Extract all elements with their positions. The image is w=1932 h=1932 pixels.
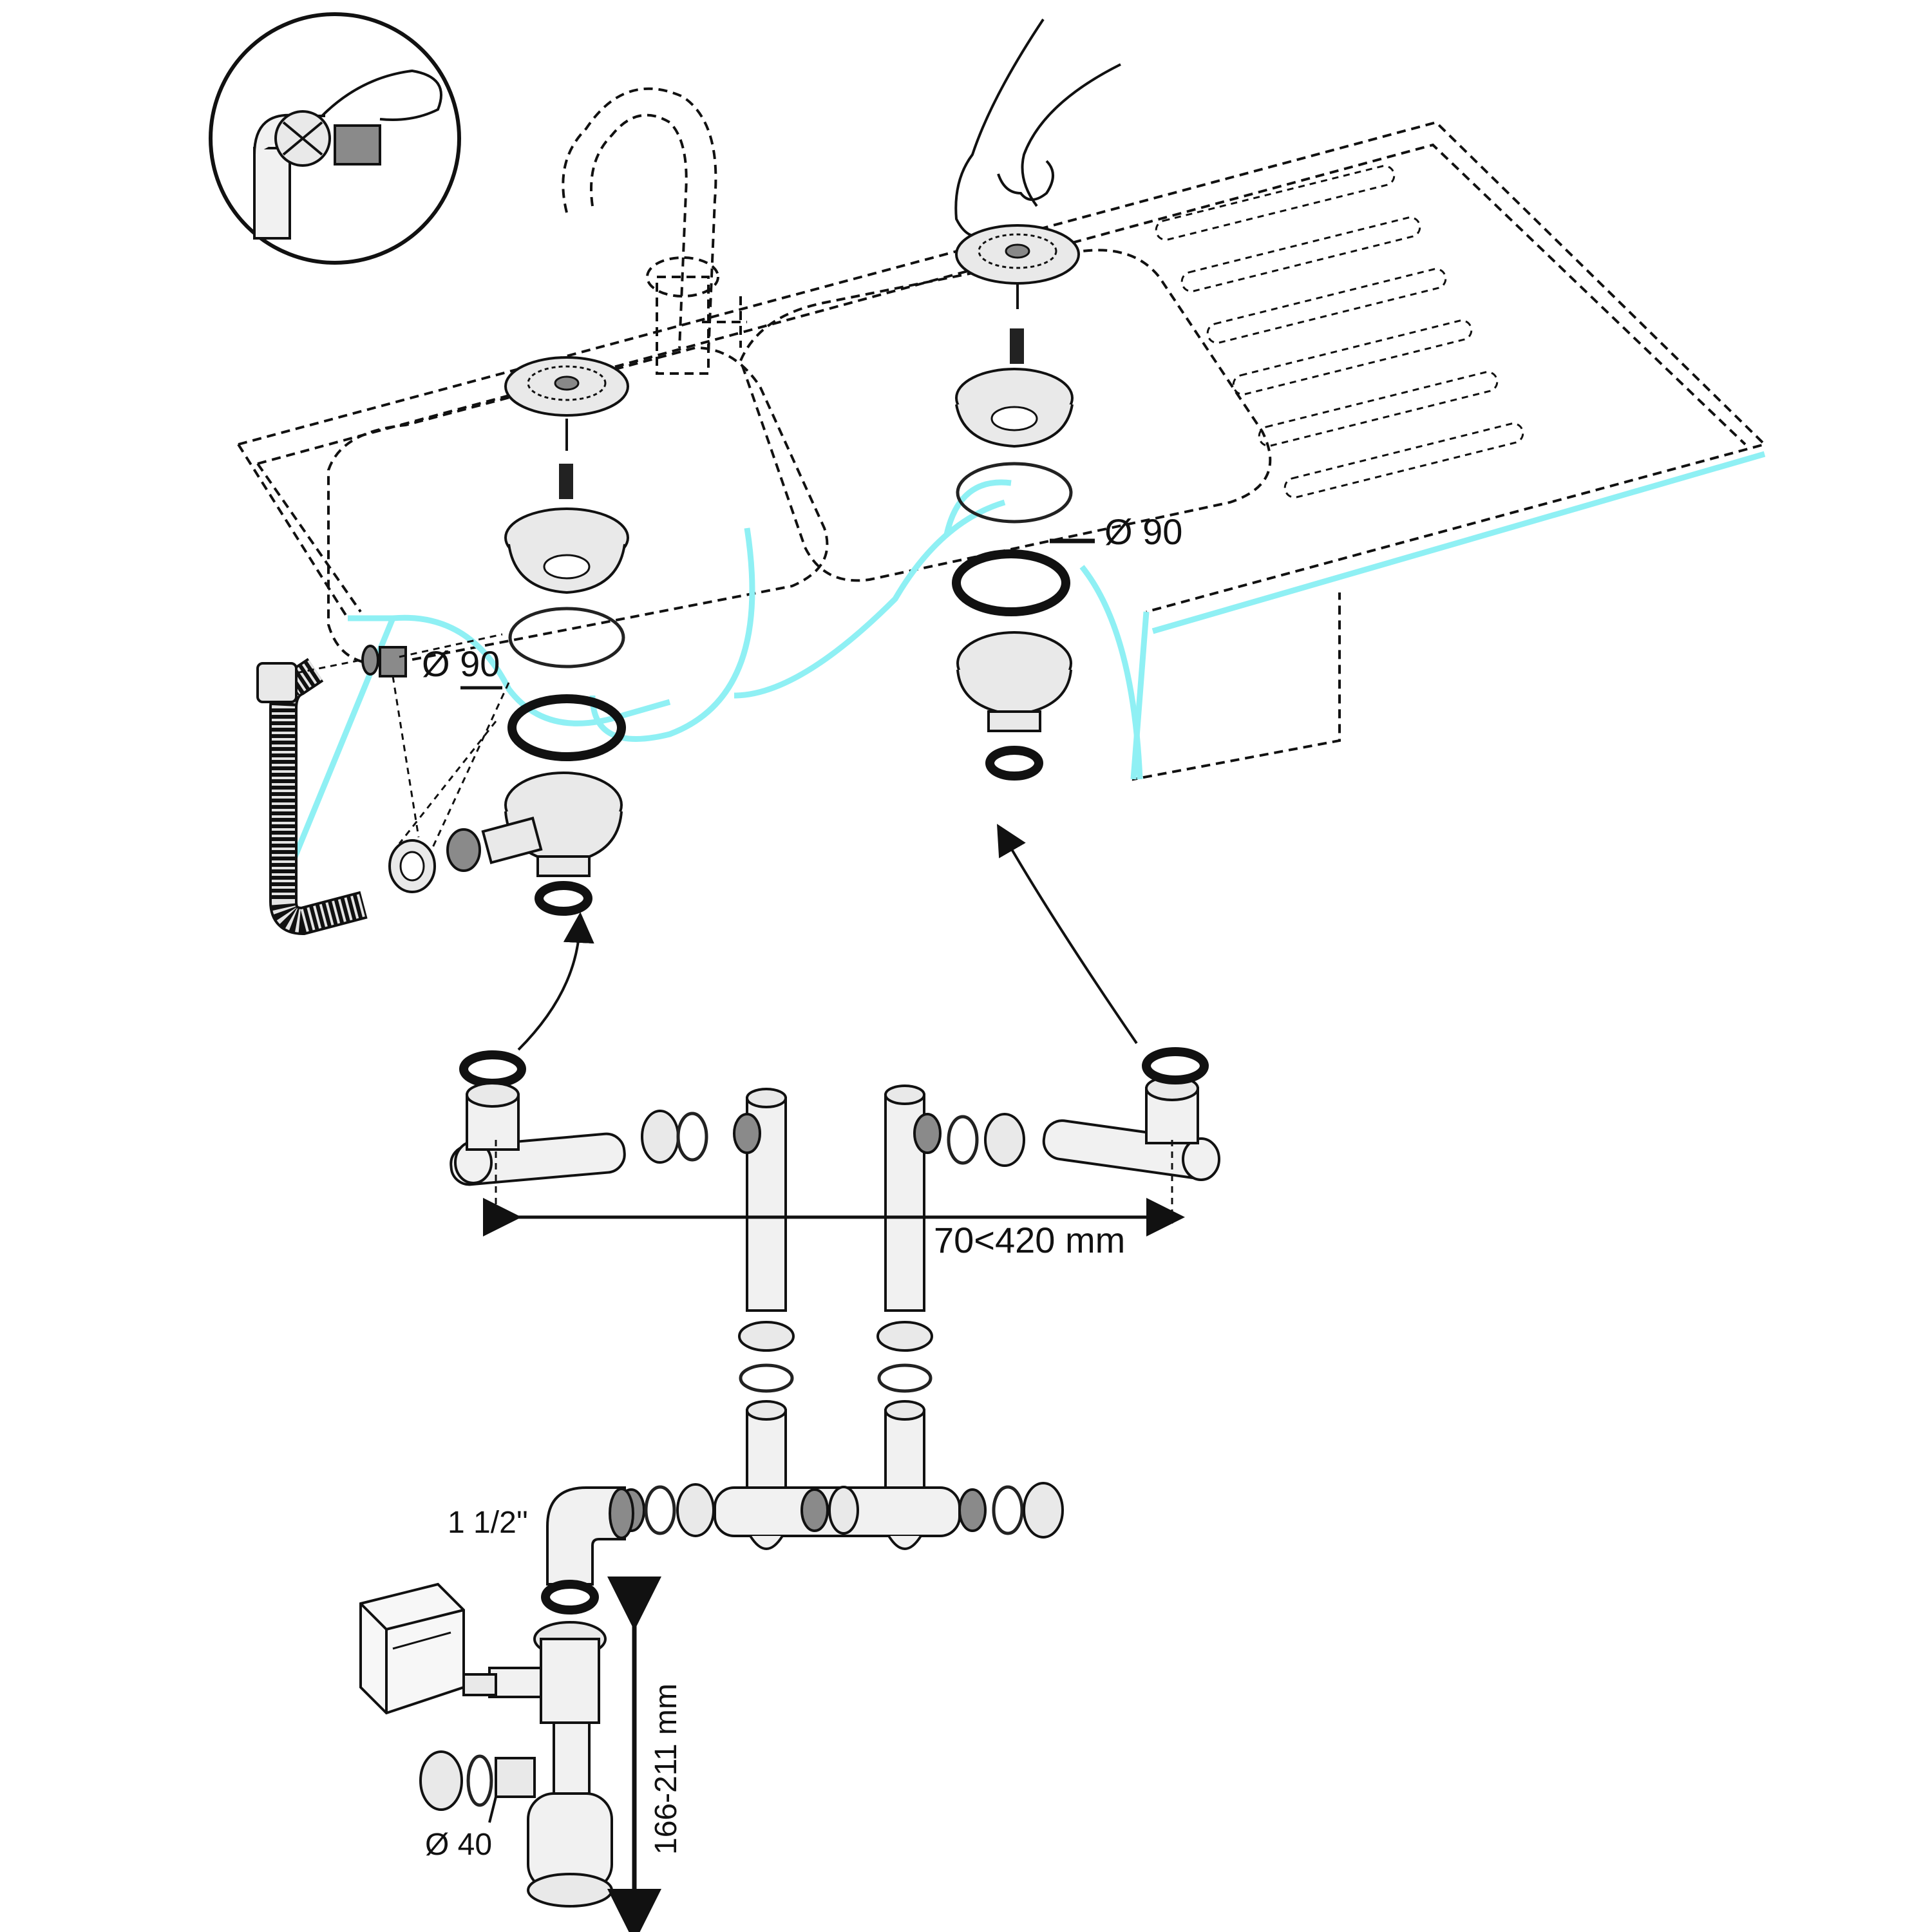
arrow-to-right-drain — [997, 824, 1138, 1045]
left-screw — [559, 464, 573, 499]
left-overflow-nut — [388, 839, 436, 893]
arrow-to-left-drain — [517, 912, 594, 1051]
right-compression-nut — [876, 1321, 933, 1393]
left-rubber-gasket — [507, 694, 626, 761]
washing-machine-icon — [359, 1582, 465, 1715]
left-flange-ring — [508, 607, 625, 668]
right-seal-ring — [1142, 1047, 1209, 1084]
manifold-end-cap — [958, 1482, 1064, 1539]
inset-hand-removing-strainer-icon — [209, 12, 461, 265]
left-compression-nut — [738, 1321, 795, 1393]
outlet-diameter-label: Ø 40 — [425, 1828, 492, 1862]
overflow-connector — [361, 645, 407, 677]
right-screw — [1010, 328, 1024, 364]
left-inlet-elbow — [450, 1082, 626, 1186]
outlet-diameter-callout: Ø 40 — [425, 1796, 497, 1862]
right-strainer-basket — [955, 224, 1080, 309]
overflow-hose — [256, 658, 368, 936]
left-drain-body — [446, 772, 623, 877]
width-dimension-label: 70<420 mm — [934, 1220, 1125, 1260]
hand-icon — [954, 18, 1121, 238]
sink-edge-highlight — [287, 451, 1766, 871]
left-seal-ring — [459, 1050, 526, 1088]
left-diameter-callout: Ø 90 — [422, 643, 502, 690]
right-drain-cup — [955, 368, 1074, 448]
right-diameter-label: Ø 90 — [1104, 511, 1182, 552]
right-drain-body — [956, 631, 1072, 732]
tee-manifold — [714, 1400, 961, 1550]
width-dimension: 70<420 mm — [483, 1140, 1185, 1260]
right-vertical-pipe — [884, 1084, 942, 1312]
height-dimension: 166-211 mm — [607, 1577, 683, 1932]
right-small-washer — [985, 746, 1043, 781]
bottle-trap — [419, 1621, 613, 1908]
right-inlet-elbow — [1042, 1075, 1220, 1181]
left-strainer-basket — [504, 356, 629, 451]
left-diameter-label: Ø 90 — [422, 643, 500, 684]
left-coupling-nut — [641, 1110, 708, 1164]
right-diameter-callout: Ø 90 — [1050, 511, 1182, 552]
faucet-outline — [562, 87, 747, 375]
outlet-elbow: 1 1/2'' — [448, 1486, 634, 1586]
left-vertical-pipe — [733, 1088, 787, 1312]
sink-outline — [237, 120, 1767, 781]
left-small-washer — [535, 881, 592, 916]
right-flange-ring — [956, 462, 1073, 524]
pipe-size-label: 1 1/2'' — [448, 1506, 528, 1540]
right-coupling-nut — [947, 1113, 1025, 1167]
left-drain-cup — [504, 507, 629, 594]
left-alignment-lines — [296, 633, 510, 851]
height-dimension-label: 166-211 mm — [649, 1683, 683, 1855]
elbow-seal-ring — [541, 1580, 599, 1615]
right-rubber-gasket — [952, 549, 1070, 616]
